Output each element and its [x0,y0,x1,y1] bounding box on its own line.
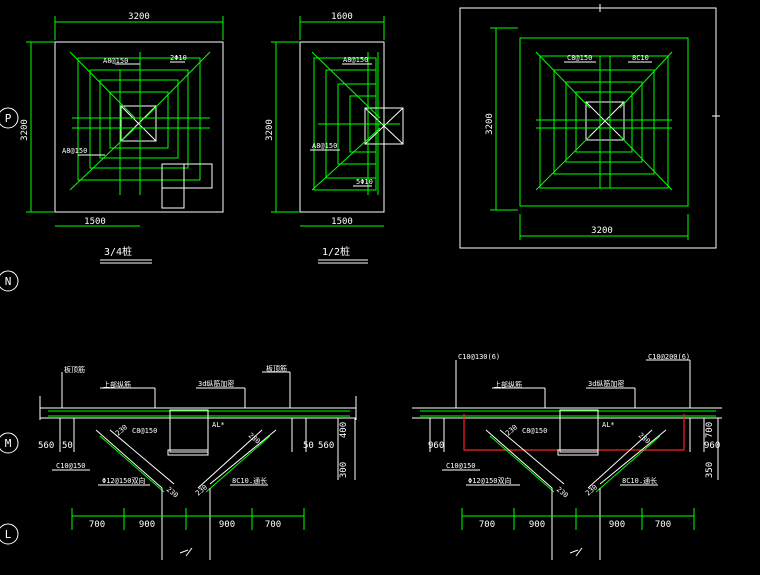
section-a-d-400: 400 [339,422,349,438]
section-a-lbl-top-left: 板顶筋 [64,365,85,374]
axis-bubble-p: P [0,107,19,129]
section-b-d-700: 700 [705,422,715,438]
plan-c-rebar-2: 8C10 [632,54,649,62]
section-a-lbl-al: AL* [212,421,225,429]
section-b-lbl-c10: C10@150 [446,462,476,470]
plan-a-rebar-1: A8@150 [103,57,128,65]
plan-b-top-dim: 1600 [331,12,353,22]
section-b-bot-dim-3: 900 [609,520,625,530]
section-b-lbl-al: AL* [602,421,615,429]
plan-a-bottom-dim: 1500 [84,217,106,227]
section-b-bot-dim-1: 700 [479,520,495,530]
section-b: 700 900 900 700 C10@130(6) 上部纵筋 3d纵筋加密 C… [412,353,722,560]
axis-label-m: M [5,437,12,450]
axis-label-l: L [5,528,12,541]
section-b-lbl-3d: 3d纵筋加密 [588,379,624,388]
section-a-d-50r: 50 [303,441,314,451]
section-a-lbl-c8: C8@150 [132,427,157,435]
plan-b-bottom-dim: 1500 [331,217,353,227]
section-a-d-560r: 560 [318,441,334,451]
plan-c-side-dim: 3200 [485,113,495,135]
section-a-bot-dim-4: 700 [265,520,281,530]
section-a-d-560: 560 [38,441,54,451]
section-b-lbl-8c10: 8C10.通长 [622,476,657,485]
section-a-bot-dim-1: 700 [89,520,105,530]
section-b-d-230d: 230 [584,483,599,497]
plan-a: 3200 3200 1500 A8@150 2Φ10 [20,12,224,264]
axis-label-n: N [5,275,12,288]
section-a-d-230c: 230 [165,485,180,499]
plan-b-rebar-2: A8@150 [312,142,337,150]
section-a-lbl-rebar-left: 上部纵筋 [103,380,131,389]
section-b-bot-dim-4: 700 [655,520,671,530]
section-a-lbl-3d: 3d纵筋加密 [198,379,234,388]
section-b-lbl-c8: C8@150 [522,427,547,435]
plan-a-side-dim: 3200 [20,119,30,141]
plan-c-bottom-dim: 3200 [591,226,613,236]
plan-a-caption: 3/4桩 [104,245,132,258]
plan-a-rebar-3: A8@150 [62,147,87,155]
section-b-d-230c: 230 [555,485,570,499]
section-b-d-960r: 960 [704,441,720,451]
section-b-d-350: 350 [705,462,715,478]
section-a-d-50l: 50 [62,441,73,451]
plan-b-side-dim: 3200 [265,119,275,141]
plan-b-caption: 1/2桩 [322,245,350,258]
axis-bubble-l: L [0,523,19,545]
section-b-d-960: 960 [428,441,444,451]
section-b-bot-dim-2: 900 [529,520,545,530]
axis-label-p: P [5,112,12,125]
plan-c-rebar-1: C8@150 [567,54,592,62]
plan-b-rebar-1: A8@150 [343,56,368,64]
section-a-d-230d: 230 [194,483,209,497]
axis-bubble-n: N [0,270,19,292]
plan-b-rebar-3: 5Φ10 [356,178,373,186]
section-b-d-230a: 230 [504,423,519,437]
plan-c: 3200 3200 C8@150 8C10 [459,4,720,249]
section-a-lbl-8c10: 8C10.通长 [232,476,267,485]
section-a-bot-dim-2: 900 [139,520,155,530]
plan-b: 1600 3200 1500 A8@150 A8@150 5Φ10 1/2桩 [265,12,404,264]
section-a-lbl-c10: C10@150 [56,462,86,470]
section-a-lbl-col: Φ12@150双向 [102,476,146,485]
section-a: 700 900 900 700 板顶筋 上部纵筋 3d纵筋加密 板顶筋 C8@1… [38,364,357,560]
section-b-lbl-c10b: C10@130(6) [458,353,500,361]
plan-a-top-dim: 3200 [128,12,150,22]
section-b-lbl-col: Φ12@150双向 [468,476,512,485]
axis-bubble-m: M [0,432,19,454]
section-a-d-300: 300 [339,462,349,478]
plan-a-rebar-2: 2Φ10 [170,54,187,62]
section-b-lbl-c10r: C10@200(6) [648,353,690,361]
section-a-d-230a: 230 [114,423,129,437]
section-a-bot-dim-3: 900 [219,520,235,530]
section-b-lbl-rebar-left: 上部纵筋 [494,380,522,389]
section-a-lbl-top-right: 板顶筋 [266,364,287,373]
